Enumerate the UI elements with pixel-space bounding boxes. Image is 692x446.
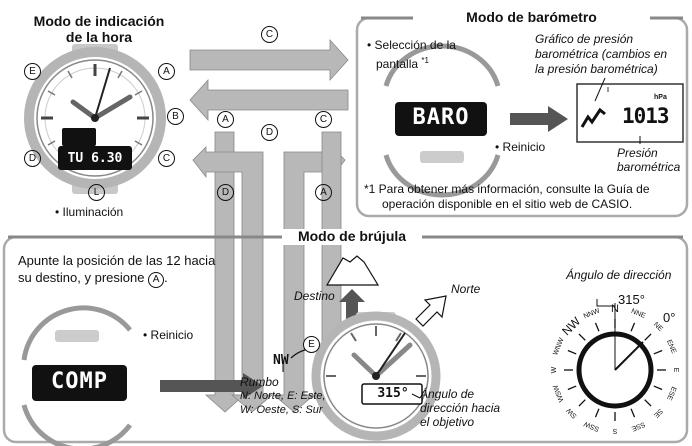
instr-line2: su destino, y presione [18, 270, 145, 285]
direction-symbol: NW [273, 353, 289, 368]
graph-line3: la presión barométrica) [535, 62, 658, 76]
rose-label-n: N [611, 303, 619, 315]
rose-label-wsw: WSW [552, 383, 565, 403]
rumbo-title: Rumbo [240, 375, 279, 389]
norte-arrow [415, 295, 447, 327]
graph-line1: Gráfico de presión [535, 32, 634, 46]
zero-degree: 0° [663, 310, 676, 325]
arrow-d-top-icon: D [261, 124, 278, 141]
time-title-line2: de la hora [65, 29, 133, 45]
rose-tick [644, 399, 652, 407]
time-title-line1: Modo de indicación [33, 13, 165, 29]
rose-label-s: S [612, 427, 617, 434]
baro-select-line2: pantalla [376, 57, 419, 71]
baro-select-line1: • Selección de la [367, 38, 456, 52]
light-label: • Iluminación [55, 205, 124, 219]
rose-tick [567, 349, 577, 355]
mountain-icon [325, 255, 380, 286]
rumbo-line2: W: Oeste, S: Sur [240, 404, 323, 416]
comp-reset: • Reinicio [143, 328, 194, 342]
rose-tick [594, 408, 600, 418]
rose-tick [653, 349, 663, 355]
rumbo-line1: N: Norte, E: Este, [240, 390, 326, 402]
footnote-line1: *1 Para obtener más información, consult… [364, 182, 650, 196]
pressure-line2: barométrica [617, 160, 681, 174]
button-l-icon: L [88, 184, 105, 201]
button-a-icon: A [158, 63, 175, 80]
rose-tick [630, 322, 636, 332]
time-mode-title: Modo de indicación de la hora [4, 13, 194, 45]
pressure-caption: Presión barométrica [617, 146, 680, 174]
time-watch [24, 44, 166, 194]
comp-arrow [160, 373, 263, 399]
footnote-line2: operación disponible en el sitio web de … [382, 197, 633, 211]
baro-footnote: *1 Para obtener más información, consult… [364, 182, 684, 212]
rose-label-ssw: SSW [583, 420, 601, 433]
rose-label-wnw: WNW [552, 337, 566, 357]
baro-arrow [510, 106, 568, 132]
rose-tick [630, 408, 636, 418]
compass-watch [311, 311, 441, 441]
instr-line1: Apunte la posición de las 12 hacia [18, 253, 216, 268]
rose-label-w: W [551, 366, 558, 373]
baro-reset: • Reinicio [495, 140, 546, 154]
compass-mode-title: Modo de brújula [297, 228, 407, 244]
instr-end: . [164, 270, 168, 285]
dir-angle-value: 315° [618, 292, 645, 307]
rose-tick [644, 333, 652, 341]
compass-instructions: Apunte la posición de las 12 hacia su de… [18, 252, 215, 288]
rose-label-nnw: NNW [583, 307, 601, 320]
arrow-a-right-icon: A [315, 184, 332, 201]
baro-screen [576, 83, 684, 143]
destino-arrow [339, 289, 365, 320]
rose-label-nne: NNE [630, 308, 647, 320]
arrow-c-right-icon: C [315, 111, 332, 128]
baro-lcd: BARO [412, 105, 470, 130]
target-line3: el objetivo [420, 415, 475, 429]
target-angle-caption: Ángulo de dirección hacia el objetivo [420, 387, 500, 429]
baro-watch [383, 43, 501, 198]
target-line2: dirección hacia [420, 401, 501, 415]
rose-tick [567, 385, 577, 391]
baro-graph-caption: Gráfico de presión barométrica (cambios … [535, 32, 667, 77]
compass-button-e-icon: E [303, 336, 320, 353]
button-c-icon: C [158, 150, 175, 167]
rose-label-se: SE [652, 407, 664, 419]
norte-label: Norte [451, 282, 481, 296]
arrow-a-left-icon: A [217, 111, 234, 128]
destino-label: Destino [294, 289, 335, 303]
rose-label-ene: ENE [665, 339, 677, 355]
baro-mode-title: Modo de barómetro [466, 9, 597, 25]
button-e-icon: E [24, 63, 41, 80]
rose-tick [594, 322, 600, 332]
baro-select-note: *1 [421, 56, 429, 65]
rose-tick [653, 385, 663, 391]
button-b-icon: B [167, 108, 184, 125]
comp-watch [21, 305, 133, 446]
baro-select-text: • Selección de la pantalla *1 [367, 38, 456, 72]
dir-angle-title: Ángulo de dirección [566, 268, 672, 282]
rose-label-ese: ESE [665, 385, 677, 401]
rose-label-sw: SW [565, 406, 578, 419]
pressure-value: 1013 [622, 104, 670, 128]
time-lcd: TU 6.30 [67, 151, 123, 166]
arrow-c-top-icon: C [261, 26, 278, 43]
pressure-line1: Presión [617, 146, 658, 160]
target-line1: Ángulo de [420, 387, 475, 401]
mode-arrows [189, 38, 353, 413]
angle-lcd: 315° [377, 386, 409, 401]
rose-tick [578, 399, 586, 407]
graph-line2: barométrica (cambios en [535, 47, 668, 61]
rose-label-sse: SSE [630, 420, 646, 432]
comp-lcd: COMP [51, 369, 108, 394]
button-d-icon: D [24, 150, 41, 167]
rumbo-caption: Rumbo N: Norte, E: Este, W: Oeste, S: Su… [240, 375, 326, 417]
instr-button-a-icon: A [148, 272, 165, 288]
rose-label-e: E [672, 368, 679, 373]
arrow-d-left-icon: D [217, 184, 234, 201]
hpa-unit: hPa [654, 94, 667, 101]
rose-tick [578, 333, 586, 341]
